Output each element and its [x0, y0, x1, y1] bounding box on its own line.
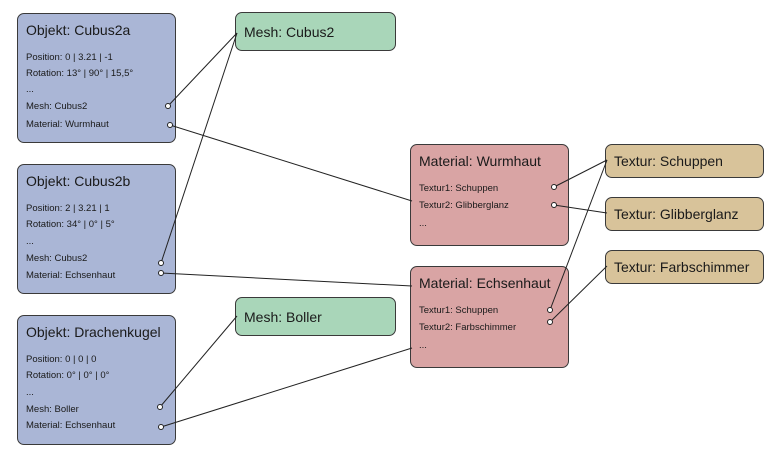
connector-echsenhaut-tex1 — [549, 159, 608, 311]
connector-echsenhaut-tex2 — [549, 265, 608, 323]
object-position: Position: 0 | 0 | 0 — [26, 354, 97, 365]
object-node-cubus2b[interactable]: Objekt: Cubus2b Position: 2 | 3.21 | 1 R… — [17, 164, 176, 294]
object-mesh-ref: Mesh: Cubus2 — [26, 253, 88, 264]
connector-wurmhaut-tex2 — [553, 204, 608, 214]
material-texture1-ref: Textur1: Schuppen — [419, 305, 499, 316]
object-position: Position: 0 | 3.21 | -1 — [26, 52, 113, 63]
port-dot — [547, 319, 553, 325]
mesh-node-boller[interactable]: Mesh: Boller — [235, 297, 396, 336]
material-ellipsis: ... — [419, 340, 427, 351]
port-dot — [551, 202, 557, 208]
material-node-echsenhaut[interactable]: Material: Echsenhaut Textur1: Schuppen T… — [410, 266, 569, 368]
texture-node-glibberglanz[interactable]: Textur: Glibberglanz — [605, 197, 764, 231]
object-node-drachenkugel[interactable]: Objekt: Drachenkugel Position: 0 | 0 | 0… — [17, 315, 176, 445]
texture-node-farbschimmer[interactable]: Textur: Farbschimmer — [605, 250, 764, 284]
object-title: Objekt: Cubus2a — [26, 22, 131, 38]
object-material-ref: Material: Wurmhaut — [26, 119, 109, 130]
object-ellipsis: ... — [26, 84, 34, 95]
mesh-title: Mesh: Boller — [244, 308, 322, 325]
object-node-cubus2a[interactable]: Objekt: Cubus2a Position: 0 | 3.21 | -1 … — [17, 13, 176, 143]
connector-drachenkugel-material — [160, 347, 413, 428]
port-dot — [547, 307, 553, 313]
object-rotation: Rotation: 34° | 0° | 5° — [26, 219, 115, 230]
connector-wurmhaut-tex1 — [553, 159, 608, 188]
material-title: Material: Echsenhaut — [419, 275, 551, 291]
material-title: Material: Wurmhaut — [419, 153, 541, 169]
object-rotation: Rotation: 0° | 0° | 0° — [26, 370, 110, 381]
port-dot — [165, 103, 171, 109]
port-dot — [158, 424, 164, 430]
object-position: Position: 2 | 3.21 | 1 — [26, 203, 110, 214]
connector-cubus2a-material — [169, 124, 413, 202]
object-material-ref: Material: Echsenhaut — [26, 270, 116, 281]
material-texture2-ref: Textur2: Glibberglanz — [419, 200, 509, 211]
texture-title: Textur: Schuppen — [614, 153, 723, 169]
connector-cubus2b-mesh — [160, 32, 238, 264]
material-ellipsis: ... — [419, 218, 427, 229]
port-dot — [551, 184, 557, 190]
mesh-title: Mesh: Cubus2 — [244, 23, 335, 40]
material-texture2-ref: Textur2: Farbschimmer — [419, 322, 517, 333]
connector-cubus2b-material — [160, 272, 413, 287]
port-dot — [157, 404, 163, 410]
material-node-wurmhaut[interactable]: Material: Wurmhaut Textur1: Schuppen Tex… — [410, 144, 569, 246]
texture-title: Textur: Farbschimmer — [614, 259, 750, 275]
mesh-node-cubus2[interactable]: Mesh: Cubus2 — [235, 12, 396, 51]
texture-title: Textur: Glibberglanz — [614, 206, 739, 222]
port-dot — [167, 122, 173, 128]
object-mesh-ref: Mesh: Boller — [26, 404, 79, 415]
object-ellipsis: ... — [26, 236, 34, 247]
object-mesh-ref: Mesh: Cubus2 — [26, 101, 88, 112]
object-material-ref: Material: Echsenhaut — [26, 420, 116, 431]
object-title: Objekt: Drachenkugel — [26, 324, 161, 340]
object-ellipsis: ... — [26, 387, 34, 398]
object-rotation: Rotation: 13° | 90° | 15,5° — [26, 68, 134, 79]
connector-cubus2a-mesh — [167, 32, 238, 107]
material-texture1-ref: Textur1: Schuppen — [419, 183, 499, 194]
object-title: Objekt: Cubus2b — [26, 173, 131, 189]
port-dot — [158, 260, 164, 266]
port-dot — [158, 270, 164, 276]
connector-drachenkugel-mesh — [159, 315, 238, 408]
texture-node-schuppen[interactable]: Textur: Schuppen — [605, 144, 764, 178]
